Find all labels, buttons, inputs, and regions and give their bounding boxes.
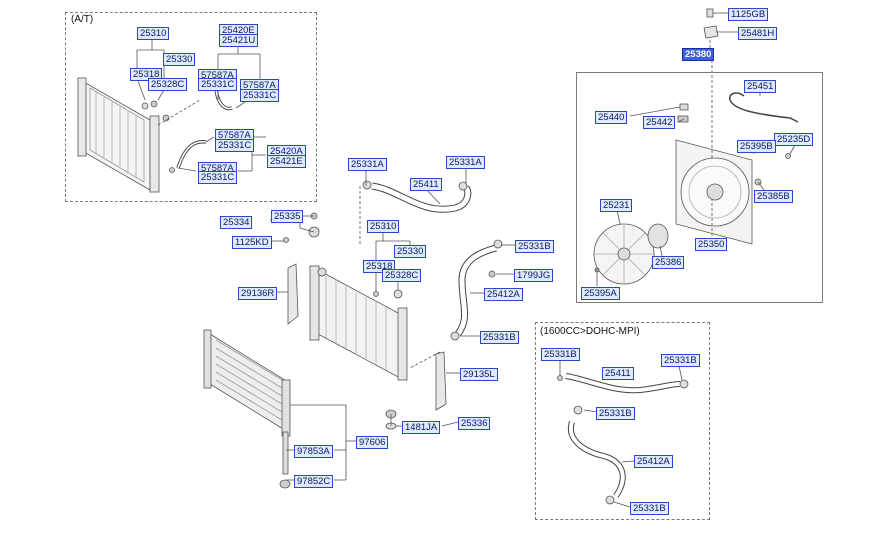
part-callout-1799jg[interactable]: 1799JG [514, 269, 554, 282]
part-callout-25328c[interactable]: 25328C [382, 269, 422, 282]
part-callout-97853a[interactable]: 97853A [294, 445, 333, 458]
part-callout-25310[interactable]: 25310 [367, 220, 400, 233]
fan-assembly-frame [576, 72, 823, 303]
part-callout-25380-selected[interactable]: 25380 [682, 48, 715, 61]
part-callout-25395b[interactable]: 25395B [737, 140, 776, 153]
part-callout-25331c[interactable]: 25331C [240, 89, 280, 102]
part-callout-25334[interactable]: 25334 [220, 216, 253, 229]
part-callout-25412a[interactable]: 25412A [634, 455, 673, 468]
part-callout-25330[interactable]: 25330 [394, 245, 427, 258]
part-callout-25331a[interactable]: 25331A [348, 158, 387, 171]
part-callout-25328c[interactable]: 25328C [148, 78, 188, 91]
main-hoses-drawing [362, 180, 503, 341]
part-callout-25331b[interactable]: 25331B [661, 354, 700, 367]
at-radiator-drawing [77, 77, 160, 193]
part-callout-97852c[interactable]: 97852C [294, 475, 334, 488]
part-callout-25336[interactable]: 25336 [458, 417, 491, 430]
part-callout-25440[interactable]: 25440 [595, 111, 628, 124]
dohc-hoses-drawing [557, 373, 689, 505]
at-group-title: (A/T) [71, 14, 94, 25]
main-radiator-drawing [309, 265, 408, 381]
part-callout-25310[interactable]: 25310 [137, 27, 170, 40]
part-callout-25335[interactable]: 25335 [271, 210, 304, 223]
part-callout-25412a[interactable]: 25412A [484, 288, 523, 301]
dohc-group-frame [535, 322, 710, 520]
part-callout-29135l[interactable]: 29135L [460, 368, 498, 381]
part-callout-25231[interactable]: 25231 [600, 199, 633, 212]
part-callout-25385b[interactable]: 25385B [754, 190, 793, 203]
part-callout-25331a[interactable]: 25331A [446, 156, 485, 169]
brackets-drawing [283, 212, 447, 430]
part-callout-25331c[interactable]: 25331C [215, 139, 255, 152]
part-callout-25331b[interactable]: 25331B [541, 348, 580, 361]
part-callout-25421u[interactable]: 25421U [219, 34, 259, 47]
part-callout-25318[interactable]: 25318 [130, 68, 163, 81]
part-callout-25331b[interactable]: 25331B [630, 502, 669, 515]
part-callout-25331b[interactable]: 25331B [596, 407, 635, 420]
part-callout-1481ja[interactable]: 1481JA [402, 421, 441, 434]
part-callout-25395a[interactable]: 25395A [581, 287, 620, 300]
part-callout-25350[interactable]: 25350 [695, 238, 728, 251]
part-callout-97606[interactable]: 97606 [356, 436, 389, 449]
part-callout-25331b[interactable]: 25331B [480, 331, 519, 344]
part-callout-25235d[interactable]: 25235D [774, 133, 814, 146]
part-callout-25481h[interactable]: 25481H [738, 27, 778, 40]
part-callout-25421e[interactable]: 25421E [267, 155, 306, 168]
fan-top-parts-drawing [703, 8, 719, 39]
at-group-frame [65, 12, 317, 202]
condenser-drawing [203, 329, 291, 489]
part-callout-25411[interactable]: 25411 [602, 367, 634, 380]
dohc-leader-lines [559, 358, 683, 508]
dohc-group-title: (1600CC>DOHC-MPI) [540, 326, 640, 337]
part-callout-25386[interactable]: 25386 [652, 256, 685, 269]
part-callout-25411[interactable]: 25411 [410, 178, 442, 191]
part-callout-1125gb[interactable]: 1125GB [728, 8, 769, 21]
part-callout-25331b[interactable]: 25331B [515, 240, 554, 253]
fan-blade-drawing [593, 223, 669, 285]
part-callout-25442[interactable]: 25442 [643, 116, 676, 129]
part-callout-29136r[interactable]: 29136R [238, 287, 278, 300]
part-callout-1125kd[interactable]: 1125KD [232, 236, 272, 249]
part-callout-25451[interactable]: 25451 [744, 80, 777, 93]
part-callout-25331c[interactable]: 25331C [198, 78, 238, 91]
part-callout-25331c[interactable]: 25331C [198, 171, 238, 184]
part-callout-25330[interactable]: 25330 [163, 53, 196, 66]
